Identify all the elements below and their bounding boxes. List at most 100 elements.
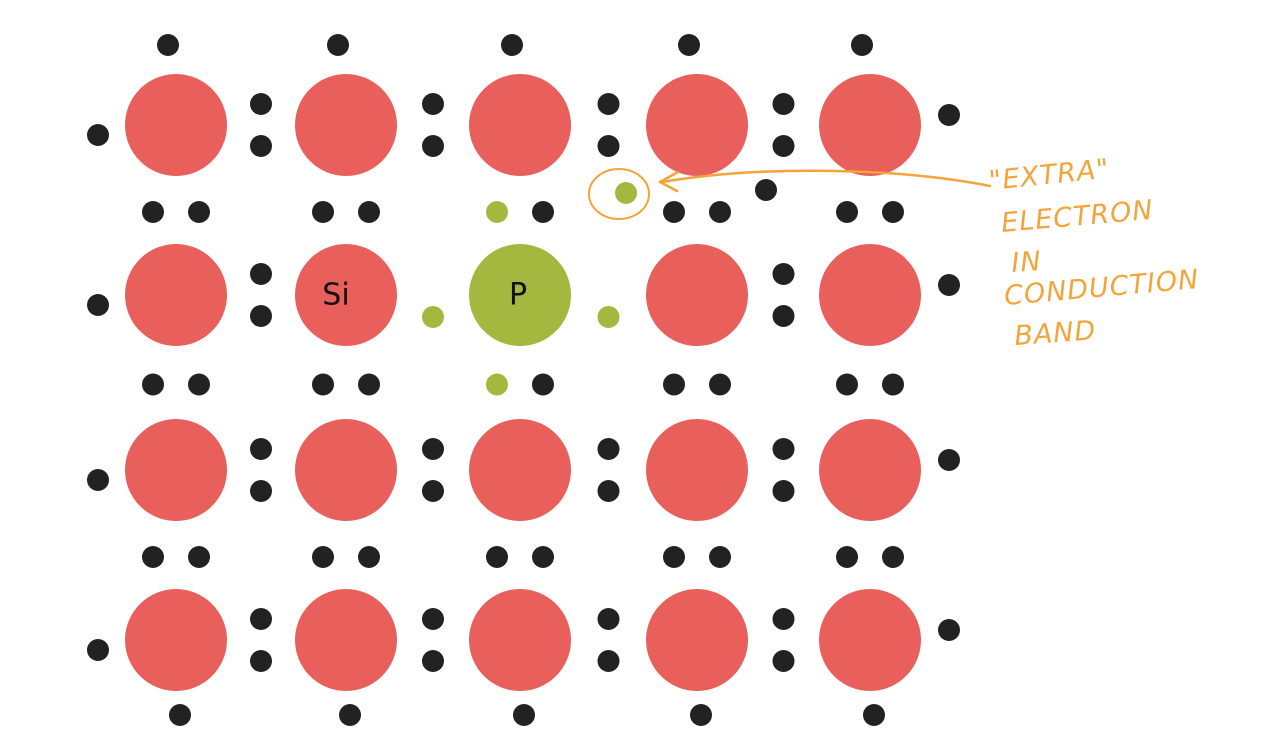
extra-electron-marker (588, 168, 992, 220)
bond-electron (663, 546, 685, 568)
bond-electron (836, 373, 858, 396)
bond-electron (312, 373, 334, 396)
silicon-atom (819, 74, 921, 176)
annotation-line-5: BAND (1013, 315, 1097, 352)
bond-electron (532, 201, 554, 223)
edge-electron (87, 294, 109, 316)
bond-electron (358, 373, 380, 396)
dopant-bond-electron (597, 306, 620, 328)
bond-electron (312, 201, 334, 223)
bond-electron (250, 93, 272, 115)
bond-electron (188, 546, 210, 568)
annotation-line-1: "EXTRA" (987, 153, 1111, 196)
extra-electron-highlight-circle (588, 168, 650, 220)
bond-electron (250, 480, 272, 502)
bond-electron (772, 480, 795, 502)
atom-layer (125, 74, 921, 691)
bond-electron (772, 608, 795, 630)
edge-electron (938, 449, 960, 471)
bond-electron (250, 135, 272, 157)
silicon-atom (295, 244, 397, 346)
bond-electron (882, 201, 904, 223)
bond-electron (709, 546, 731, 568)
bond-electron (772, 438, 795, 460)
bond-electron (250, 608, 272, 630)
silicon-atom (125, 74, 227, 176)
bond-electron (836, 546, 858, 568)
edge-electron (678, 34, 700, 56)
silicon-atom (469, 589, 571, 691)
edge-electron (157, 34, 179, 56)
bond-electron (422, 93, 444, 115)
edge-electron (169, 704, 191, 726)
bond-electron (597, 438, 620, 460)
bond-electron (142, 201, 164, 223)
bond-electron (597, 608, 620, 630)
edge-electron (87, 639, 109, 661)
bond-electron (597, 135, 620, 157)
edge-electron (327, 34, 349, 56)
bond-electron (422, 608, 444, 630)
silicon-atom (295, 419, 397, 521)
edge-electron (501, 34, 523, 56)
edge-electron (938, 104, 960, 126)
bond-electron (532, 373, 554, 396)
bond-electron (836, 201, 858, 223)
annotation-text: "EXTRA" ELECTRON IN CONDUCTION BAND (987, 153, 1200, 352)
bond-electron (142, 546, 164, 568)
bond-electron (663, 373, 685, 396)
silicon-atom (295, 589, 397, 691)
bond-electron (709, 373, 731, 396)
bond-electron (358, 201, 380, 223)
bond-electron (597, 650, 620, 672)
bond-electron (422, 650, 444, 672)
bond-electron (772, 263, 795, 285)
silicon-atom (125, 589, 227, 691)
dopant-bond-electron (486, 201, 508, 223)
phosphorus-label: P (509, 278, 527, 313)
edge-electron (513, 704, 535, 726)
bond-electron (358, 546, 380, 568)
electron-layer (87, 34, 960, 726)
bond-electron (250, 305, 272, 327)
annotation-arrow-head (658, 170, 680, 193)
bond-electron (188, 201, 210, 223)
dopant-bond-electron (486, 373, 508, 396)
bond-electron (709, 201, 731, 223)
bond-electron (422, 480, 444, 502)
edge-electron (87, 124, 109, 146)
edge-electron (690, 704, 712, 726)
edge-electron (87, 469, 109, 491)
edge-electron (938, 274, 960, 296)
bond-electron (312, 546, 334, 568)
bond-electron (882, 546, 904, 568)
bond-electron (142, 373, 164, 396)
edge-electron (339, 704, 361, 726)
silicon-atom (295, 74, 397, 176)
extra-electron (615, 182, 637, 204)
silicon-label: Si (322, 278, 349, 313)
annotation-arrow-shaft (660, 169, 992, 188)
bond-electron (772, 93, 795, 115)
edge-electron (938, 619, 960, 641)
silicon-atom (125, 419, 227, 521)
bond-electron (597, 93, 620, 115)
bond-electron (250, 650, 272, 672)
edge-electron (863, 704, 885, 726)
silicon-atom (819, 419, 921, 521)
bond-electron (772, 305, 795, 327)
silicon-atom (819, 589, 921, 691)
bond-electron (772, 135, 795, 157)
silicon-atom (125, 244, 227, 346)
silicon-atom (819, 244, 921, 346)
bond-electron (422, 438, 444, 460)
dopant-bond-electron (422, 306, 444, 328)
bond-electron (250, 438, 272, 460)
bond-electron (486, 546, 508, 568)
annotation-line-2: ELECTRON (1000, 195, 1155, 239)
annotation-line-3: IN (1010, 246, 1042, 279)
bond-electron (422, 135, 444, 157)
phosphorus-atom (469, 244, 571, 346)
bond-electron (772, 650, 795, 672)
